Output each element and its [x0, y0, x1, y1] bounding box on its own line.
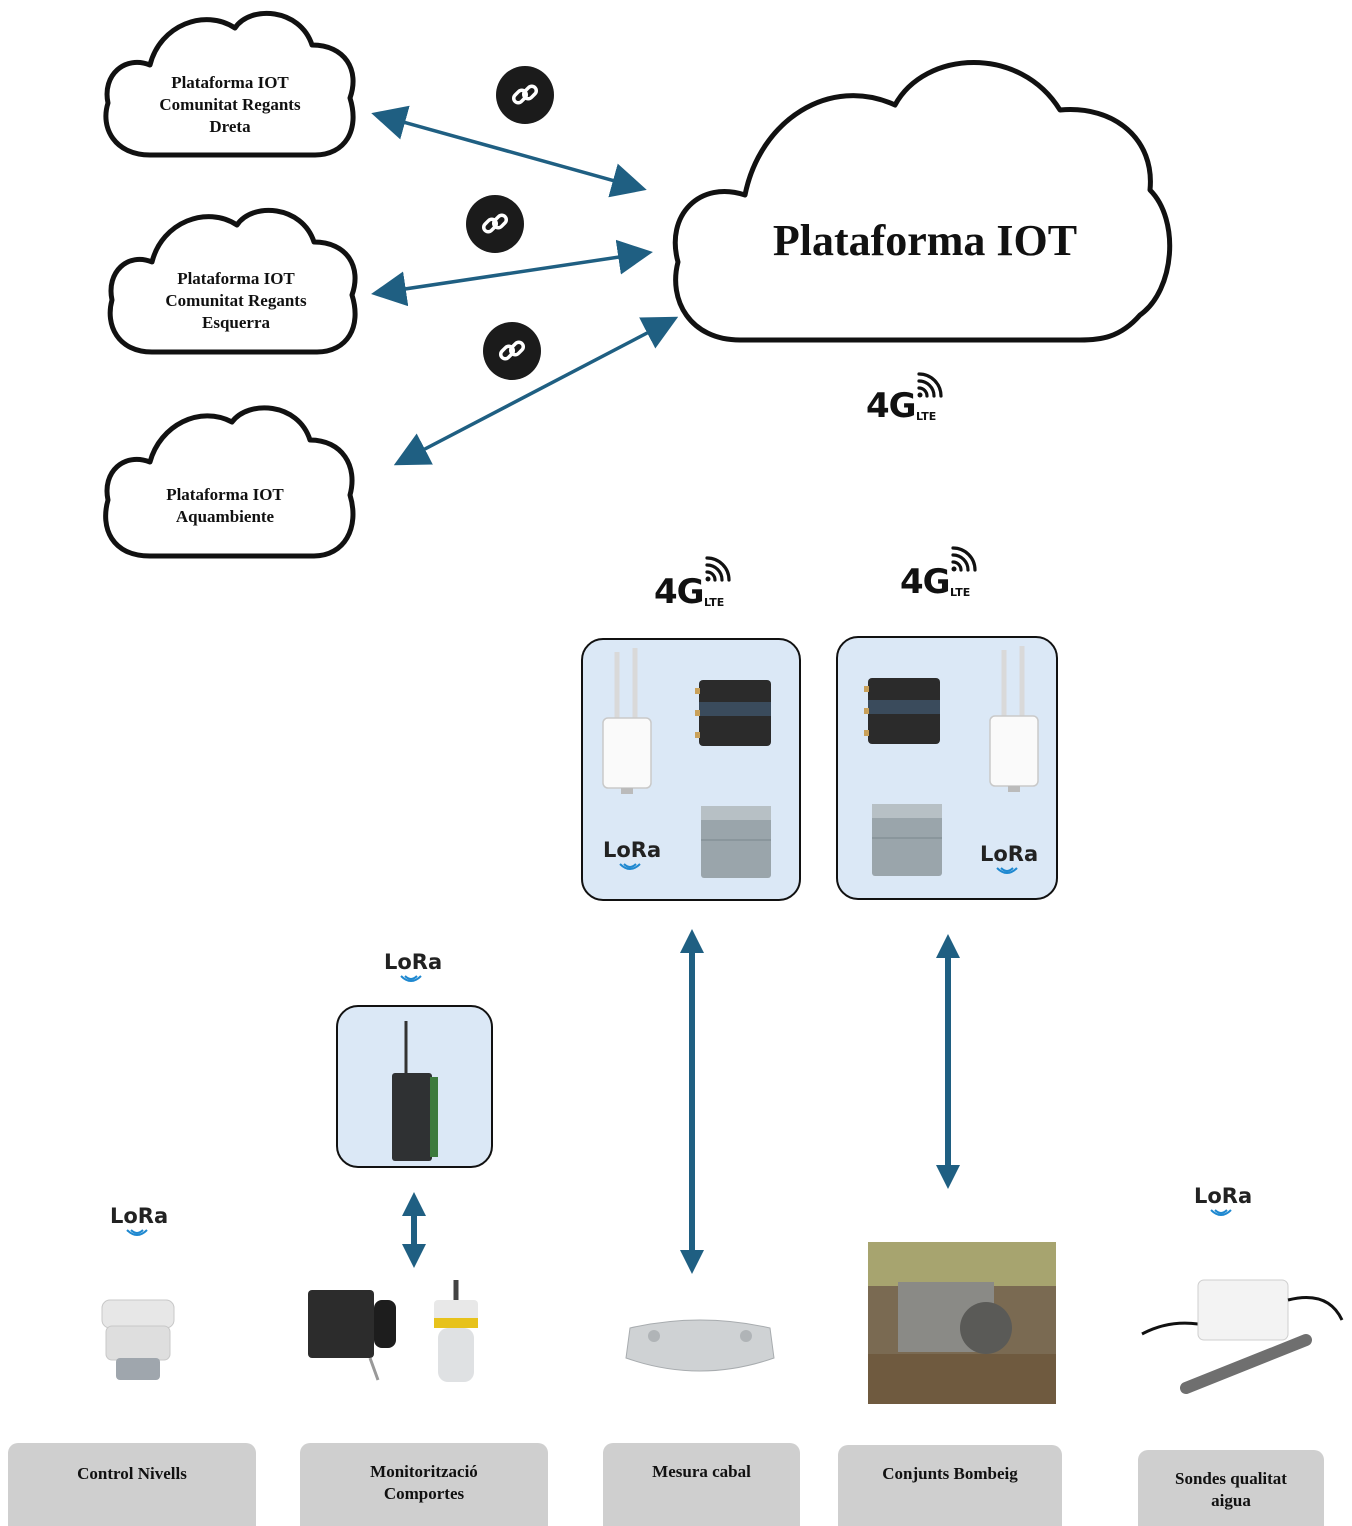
lora-text: LoRa	[110, 1204, 169, 1228]
cloud-dreta-line-2: Comunitat Regants	[159, 95, 301, 114]
lora-text: LoRa	[980, 842, 1039, 866]
lte-badge-left: 4G LTE	[654, 550, 744, 612]
arrow-aquambiente	[393, 316, 679, 466]
cloud-aquambiente-line-1: Plataforma IOT	[166, 485, 284, 504]
cloud-esquerra-line-2: Comunitat Regants	[165, 291, 307, 310]
cloud-dreta-label: Plataforma IOT Comunitat Regants Dreta	[120, 72, 340, 138]
cloud-main-shape	[672, 60, 1173, 343]
lora-node-box	[336, 1005, 493, 1168]
cloud-esquerra-label: Plataforma IOT Comunitat Regants Esquerr…	[126, 268, 346, 334]
category-conjunts-bombeig: Conjunts Bombeig	[838, 1445, 1062, 1526]
cloud-main-label: Plataforma IOT	[772, 216, 1078, 265]
cloud-dreta-shape	[103, 11, 356, 158]
lora-badge: LoRa	[980, 842, 1039, 874]
lora-text: LoRa	[1194, 1184, 1253, 1208]
gateway-devices-left	[602, 648, 771, 878]
lte-sub-text: LTE	[950, 586, 971, 599]
lte-4g-text: 4G	[866, 386, 917, 426]
gateway-box-right: LoRa	[836, 636, 1058, 900]
category-monitoritzacio-line-2: Comportes	[383, 1484, 465, 1503]
gateway-devices-right	[864, 646, 1039, 876]
lora-badge-node: LoRa	[384, 950, 443, 982]
cloud-esquerra-line-1: Plataforma IOT	[177, 269, 295, 288]
lora-wave-icon	[400, 975, 422, 982]
cloud-dreta-line-3: Dreta	[209, 117, 251, 136]
wifi-signal-icon	[705, 556, 731, 582]
category-control-nivells: Control Nivells	[8, 1443, 256, 1526]
category-monitoritzacio-line-1: Monitorització	[370, 1462, 478, 1481]
cloud-esquerra-shape	[107, 208, 358, 355]
lora-wave-icon	[1210, 1209, 1232, 1216]
lte-4g-text: 4G	[900, 562, 951, 602]
wifi-signal-icon	[951, 546, 977, 572]
category-sondes-line-1: Sondes qualitat	[1175, 1469, 1287, 1488]
cloud-aquambiente-shape	[103, 405, 356, 559]
cloud-aquambiente-line-2: Aquambiente	[175, 507, 275, 526]
arrow-dreta	[371, 105, 647, 198]
lora-text: LoRa	[603, 838, 662, 862]
arrow-esquerra	[371, 239, 653, 307]
lte-4g-text: 4G	[654, 572, 705, 612]
category-sondes-line-2: aigua	[1211, 1491, 1251, 1510]
lora-badge: LoRa	[603, 838, 662, 870]
cloud-aquambiente-label: Plataforma IOT Aquambiente	[115, 484, 335, 528]
pumping-station-photo	[868, 1242, 1056, 1404]
lora-node-device	[392, 1021, 438, 1161]
wifi-signal-icon	[917, 372, 943, 398]
level-sensor-image	[101, 1299, 175, 1380]
gate-sensors-image	[308, 1280, 478, 1382]
water-quality-probe-image	[1141, 1279, 1344, 1394]
link-icon	[483, 322, 541, 380]
lora-text: LoRa	[384, 950, 443, 974]
category-mesura-cabal: Mesura cabal	[603, 1443, 800, 1526]
lora-wave-icon	[126, 1229, 148, 1236]
lte-badge-right: 4G LTE	[900, 540, 990, 602]
lora-badge-sondes: LoRa	[1194, 1184, 1253, 1216]
category-control-nivells-text: Control Nivells	[77, 1464, 187, 1483]
category-conjunts-bombeig-text: Conjunts Bombeig	[882, 1464, 1018, 1483]
lora-badge-nivells: LoRa	[110, 1204, 169, 1236]
lte-sub-text: LTE	[704, 596, 725, 609]
cloud-esquerra-line-3: Esquerra	[202, 313, 270, 332]
link-icon	[496, 66, 554, 124]
category-monitoritzacio: Monitorització Comportes	[300, 1443, 548, 1526]
category-sondes: Sondes qualitat aigua	[1138, 1450, 1324, 1526]
lora-wave-icon	[619, 863, 641, 870]
lora-wave-icon	[996, 867, 1018, 874]
link-icon	[466, 195, 524, 253]
cloud-dreta-line-1: Plataforma IOT	[171, 73, 289, 92]
lte-sub-text: LTE	[916, 410, 937, 423]
lte-badge-main: 4G LTE	[866, 372, 956, 432]
category-mesura-cabal-text: Mesura cabal	[652, 1462, 751, 1481]
gateway-box-left: LoRa	[581, 638, 801, 901]
flow-meter-image	[625, 1319, 775, 1372]
